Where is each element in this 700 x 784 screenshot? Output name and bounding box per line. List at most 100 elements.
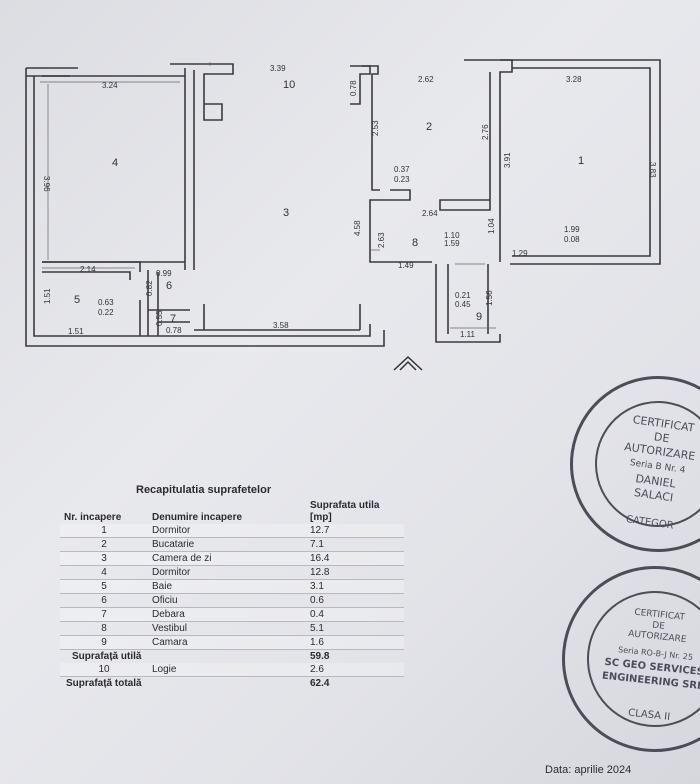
cell-area: 2.6	[306, 663, 404, 677]
dim-label: 0.21	[455, 291, 471, 300]
cell-name: Baie	[148, 579, 306, 594]
dim-label: 2.53	[371, 120, 380, 136]
dim-label: 0.63	[98, 298, 114, 307]
cell-nr: 7	[60, 607, 148, 622]
room-number: 3	[283, 207, 289, 219]
wall-room3-inner	[194, 304, 361, 331]
dim-label: 1.99	[564, 225, 580, 234]
cell-name: Bucatarie	[148, 537, 306, 552]
wall-room7	[148, 309, 190, 323]
header-nr: Nr. incapere	[64, 512, 122, 523]
dim-label: 1.49	[398, 261, 414, 270]
util-area-row: Suprafață utilă 59.8	[60, 650, 404, 664]
header-area-label: Suprafata utila	[310, 500, 380, 511]
dim-label: 3.28	[566, 75, 582, 84]
dim-label: 1.04	[487, 218, 496, 234]
wall-room5	[42, 261, 159, 336]
dim-label: 0.78	[166, 326, 182, 335]
dim-label: 1.29	[512, 249, 528, 258]
dim-label: 3.58	[273, 321, 289, 330]
dim-label: 1.10	[444, 231, 460, 240]
authorization-stamp-company: CERTIFICAT DE AUTORIZARE Seria RO-B-J Nr…	[552, 556, 700, 762]
dim-label: 2.62	[418, 75, 434, 84]
dim-label: 0.37	[394, 165, 410, 174]
cell-nr: 6	[60, 593, 148, 608]
dim-label: 0.78	[349, 80, 358, 96]
total-area-value: 62.4	[310, 677, 330, 689]
dim-label: 0.55	[155, 310, 164, 326]
cell-nr: 3	[60, 551, 148, 566]
cell-name: Logie	[148, 663, 306, 677]
room-number: 4	[112, 157, 118, 169]
north-arrow-icon	[393, 355, 423, 371]
wall-room4	[42, 68, 195, 270]
cell-area: 3.1	[306, 579, 404, 594]
wall-room9	[435, 264, 501, 343]
cell-area: 0.4	[306, 607, 404, 622]
cell-area: 12.8	[306, 565, 404, 580]
cell-area: 0.6	[306, 593, 404, 608]
room-number: 6	[166, 280, 172, 292]
dim-label: 3.39	[270, 64, 286, 73]
cell-nr: 5	[60, 579, 148, 594]
dim-label: 1.59	[444, 239, 460, 248]
cell-area: 5.1	[306, 621, 404, 636]
area-summary-table: Nr. incapere Denumire incapere Suprafata…	[60, 500, 404, 690]
dim-label: 0.23	[394, 175, 410, 184]
room-number: 7	[170, 313, 176, 325]
util-area-value: 59.8	[310, 650, 330, 662]
table-title: Recapitulatia suprafetelor	[136, 484, 272, 496]
document-date: Data: aprilie 2024	[545, 764, 632, 776]
cell-name: Camara	[148, 635, 306, 650]
cell-nr: 2	[60, 537, 148, 552]
header-name: Denumire incapere	[152, 512, 243, 523]
cell-area: 7.1	[306, 537, 404, 552]
cell-nr: 9	[60, 635, 148, 650]
dim-label: 2.76	[481, 124, 490, 140]
floor-plan: 3.39 3.24 2.62 3.28 0.78 3.96 2.53 2.76 …	[25, 59, 661, 371]
cell-name: Oficiu	[148, 593, 306, 608]
util-area-label: Suprafață utilă	[72, 650, 142, 662]
dim-label: 3.91	[503, 152, 512, 168]
dim-label: 2.14	[80, 265, 96, 274]
cell-area: 1.6	[306, 635, 404, 650]
room-number: 10	[283, 79, 295, 91]
total-area-row: Suprafață totală 62.4	[60, 677, 404, 691]
dim-label: 2.64	[422, 209, 438, 218]
dim-label: 1.51	[68, 327, 84, 336]
dim-label: 0.22	[98, 308, 114, 317]
dim-label: 3.96	[42, 176, 51, 192]
room-number: 9	[476, 311, 482, 323]
cell-nr: 1	[60, 524, 148, 538]
dim-label: 0.08	[564, 235, 580, 244]
cell-nr: 4	[60, 565, 148, 580]
cell-nr: 8	[60, 621, 148, 636]
cell-name: Dormitor	[148, 565, 306, 580]
dim-label: 1.56	[485, 290, 494, 306]
header-area: Suprafata utila [mp]	[306, 500, 404, 524]
dim-label: 4.58	[353, 220, 362, 236]
room-number: 5	[74, 294, 80, 306]
total-area-label: Suprafață totală	[66, 677, 142, 689]
cell-name: Dormitor	[148, 524, 306, 538]
dim-label: 3.83	[648, 162, 657, 178]
room-number: 8	[412, 237, 418, 249]
cell-area: 16.4	[306, 551, 404, 566]
cell-area: 12.7	[306, 524, 404, 538]
dim-label: 0.82	[145, 280, 154, 296]
room-number: 1	[578, 155, 584, 167]
room-number: 2	[426, 121, 432, 133]
dim-label: 1.51	[43, 288, 52, 304]
dim-label: 0.99	[156, 269, 172, 278]
dim-label: 0.45	[455, 300, 471, 309]
cell-nr: 10	[60, 663, 148, 677]
